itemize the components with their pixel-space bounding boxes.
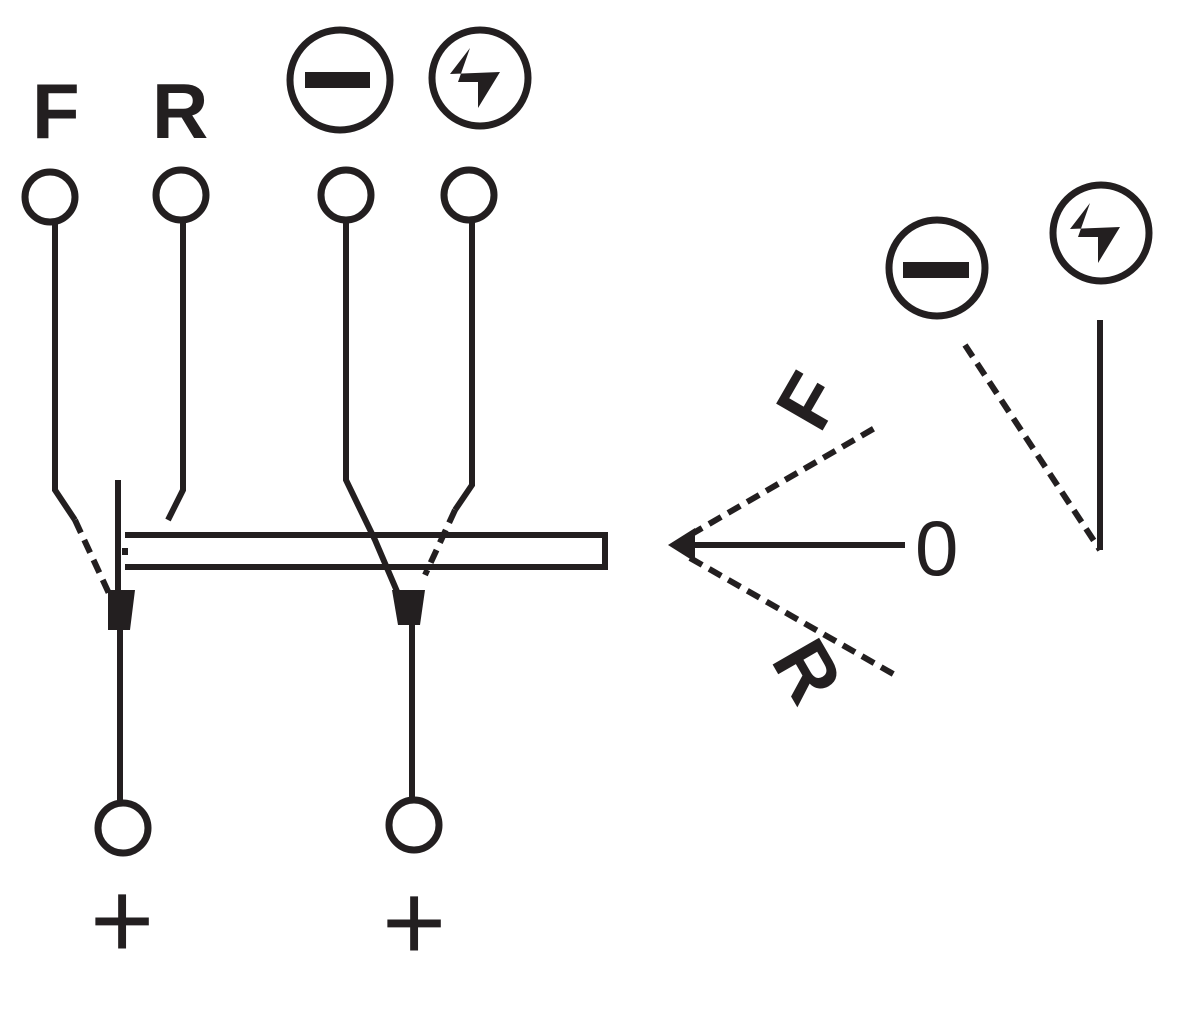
selector-neutral: 0	[915, 504, 958, 592]
terminal-4	[440, 166, 498, 224]
lightning-circle-icon	[428, 26, 532, 130]
plus-label-1: +	[90, 859, 154, 982]
label-forward: F	[32, 67, 80, 155]
minus-circle-icon	[885, 216, 989, 320]
terminal-2	[152, 166, 210, 224]
selector-legend: F R 0	[668, 358, 958, 717]
terminal-plus-1	[94, 799, 152, 857]
switch-bar	[108, 480, 608, 630]
wires	[52, 220, 475, 800]
terminal-1	[21, 168, 79, 226]
minus-circle-icon	[286, 26, 394, 134]
selector-forward: F	[759, 358, 859, 443]
plus-label-2: +	[382, 861, 446, 984]
terminal-plus-2	[385, 796, 443, 854]
selector-reverse: R	[755, 625, 859, 718]
minus-line	[962, 343, 1103, 552]
lightning-circle-icon	[1049, 181, 1153, 285]
label-reverse: R	[152, 67, 208, 155]
terminal-3	[317, 166, 375, 224]
